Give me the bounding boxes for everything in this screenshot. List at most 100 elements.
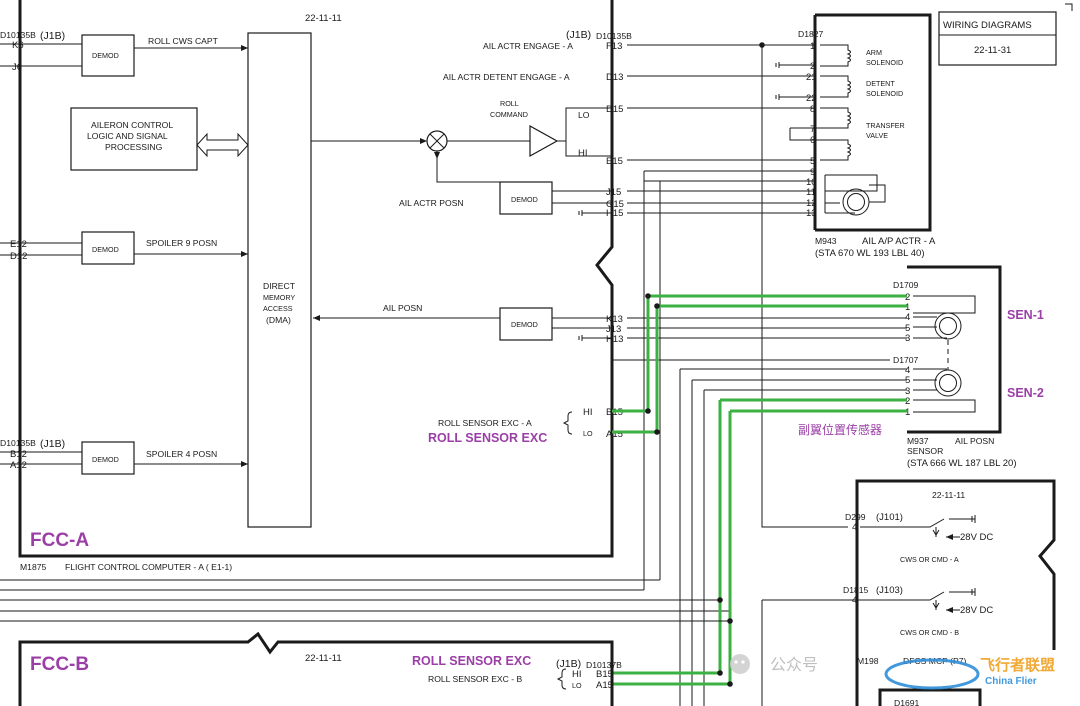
sensor-id2: SENSOR <box>907 446 943 456</box>
svg-text:MEMORY: MEMORY <box>263 293 295 302</box>
fcc-b-pin-b15: B15 <box>596 669 613 680</box>
actuator-sta: (STA 670 WL 193 LBL 40) <box>815 248 925 259</box>
sensor-conn1: D1709 <box>893 280 919 290</box>
pin-f13: F13 <box>606 41 622 52</box>
svg-text:SOLENOID: SOLENOID <box>866 58 903 67</box>
pin-a15: A15 <box>606 429 623 440</box>
fcc-a-ref: 22-11-11 <box>305 13 342 24</box>
svg-text:8: 8 <box>810 104 815 115</box>
roll-cws-capt-label: ROLL CWS CAPT <box>148 36 219 46</box>
demod-spoiler4: DEMOD SPOILER 4 POSN <box>81 441 248 475</box>
cws-pin1: 4 <box>852 522 857 533</box>
svg-text:2: 2 <box>905 292 910 303</box>
ail-actr-detent: AIL ACTR DETENT ENGAGE - A <box>443 72 570 82</box>
cws-conn2: D1815 <box>843 585 869 595</box>
watermark-site-en: China Flier <box>985 676 1037 687</box>
left-j1b-2: (J1B) <box>40 438 65 450</box>
right-j1b: (J1B) <box>566 29 591 41</box>
fcc-a-box: 22-11-11 FCC-A M1875 FLIGHT CONTROL COMP… <box>18 0 614 572</box>
pin-e12: E12 <box>10 239 27 250</box>
watermark-wechat: 公众号 <box>770 655 818 674</box>
pin-j13: J13 <box>606 324 621 335</box>
left-j1b-1: (J1B) <box>40 30 65 42</box>
watermark-site: 飞行者联盟 <box>980 656 1055 674</box>
svg-text:2: 2 <box>905 396 910 407</box>
pin-d15: D15 <box>606 104 623 115</box>
actuator-box: D1827 1 2 21 22 8 7 6 5 9 10 11 12 13 AR… <box>789 13 936 259</box>
sensor-box: D1709 2 1 4 5 3 D1707 4 5 3 2 1 SEN-1 SE… <box>798 265 1044 469</box>
svg-text:DEMOD: DEMOD <box>511 195 538 204</box>
cws-v1: 28V DC <box>960 532 993 543</box>
svg-text:13: 13 <box>806 208 817 219</box>
svg-text:DEMOD: DEMOD <box>92 51 119 60</box>
pin-a12: A12 <box>10 460 27 471</box>
roll-command-1: ROLL <box>500 99 519 108</box>
fcc-b-j1b: (J1B) <box>556 658 581 670</box>
svg-text:5: 5 <box>810 156 815 167</box>
cws-m: M198 <box>857 656 879 666</box>
sensor-lo: LO <box>583 429 593 438</box>
svg-text:VALVE: VALVE <box>866 131 888 140</box>
demod-ail-actr-posn: DEMOD AIL ACTR POSN <box>399 181 612 215</box>
svg-text:ACCESS: ACCESS <box>263 304 293 313</box>
fcc-b-lo: LO <box>572 681 582 690</box>
svg-text:11: 11 <box>806 187 816 198</box>
roll-sensor-exc-a: ROLL SENSOR EXC - A <box>438 418 532 428</box>
fcc-a-left-connectors: D10135B (J1B) K6 J6 E12 D12 D10135B (J1B… <box>0 30 82 471</box>
roll-cmd-lo: LO <box>578 110 590 120</box>
sensor-cn-label: 副翼位置传感器 <box>798 422 882 437</box>
fcc-a-label: FCC-A <box>30 530 89 551</box>
svg-text:(DMA): (DMA) <box>266 315 291 325</box>
roll-command-path: ROLL COMMAND LO HI <box>311 99 612 183</box>
fcc-a-right-pins: (J1B) D10135B AIL ACTR ENGAGE - A AIL AC… <box>428 29 632 445</box>
pin-g15: G15 <box>606 199 624 210</box>
ail-actr-posn-label: AIL ACTR POSN <box>399 198 464 208</box>
fcc-b-hi: HI <box>572 669 582 680</box>
wiring-ref-box: WIRING DIAGRAMS 22-11-31 <box>938 3 1073 66</box>
svg-text:PROCESSING: PROCESSING <box>105 142 163 152</box>
ail-posn-label: AIL POSN <box>383 303 422 313</box>
svg-text:DIRECT: DIRECT <box>263 281 296 291</box>
svg-text:ARM: ARM <box>866 48 882 57</box>
spoiler4-label: SPOILER 4 POSN <box>146 449 217 459</box>
actuator-id: M943 <box>815 236 837 246</box>
svg-text:10: 10 <box>806 177 817 188</box>
bus-arrow <box>196 132 249 158</box>
sensor-hi: HI <box>583 407 593 418</box>
fcc-b-bottom-conn: D1691 <box>894 698 920 706</box>
watermark: 公众号 飞行者联盟 China Flier <box>730 654 1055 690</box>
actuator-name: AIL A/P ACTR - A <box>862 236 936 247</box>
fcc-b-pin-a15: A15 <box>596 680 613 691</box>
svg-text:4: 4 <box>905 365 910 376</box>
sensor-name: AIL POSN <box>955 436 994 446</box>
cws-j2: (J103) <box>876 585 903 596</box>
roll-sensor-exc-wires <box>0 293 907 687</box>
svg-text:4: 4 <box>905 312 910 323</box>
cws-v2: 28V DC <box>960 605 993 616</box>
actuator-conn: D1827 <box>798 29 824 39</box>
roll-sensor-exc-a-big: ROLL SENSOR EXC <box>428 431 547 445</box>
pin-k13: K13 <box>606 314 623 325</box>
pin-k6: K6 <box>12 40 24 51</box>
fcc-a-caption: FLIGHT CONTROL COMPUTER - A ( E1-1) <box>65 562 232 572</box>
cws-j1: (J101) <box>876 512 903 523</box>
right-conn: D10135B <box>596 31 632 41</box>
svg-text:3: 3 <box>905 333 910 344</box>
cws-ref: 22-11-11 <box>932 490 965 500</box>
svg-text:1: 1 <box>905 407 910 418</box>
svg-text:9: 9 <box>810 167 815 178</box>
cws-conn1: D299 <box>845 512 866 522</box>
roll-command-2: COMMAND <box>490 110 528 119</box>
spoiler9-label: SPOILER 9 POSN <box>146 238 217 248</box>
ail-actr-engage: AIL ACTR ENGAGE - A <box>483 41 573 51</box>
pin-e15: E15 <box>606 156 623 167</box>
sensor-conn2: D1707 <box>893 355 919 365</box>
svg-text:DEMOD: DEMOD <box>92 455 119 464</box>
svg-text:DEMOD: DEMOD <box>92 245 119 254</box>
wiring-ref: 22-11-31 <box>974 45 1011 56</box>
demod-roll-cws: DEMOD ROLL CWS CAPT <box>81 34 248 77</box>
left-conn-2: D10135B <box>0 438 36 448</box>
svg-text:5: 5 <box>905 375 910 386</box>
fcc-a-caption-id: M1875 <box>20 562 46 572</box>
